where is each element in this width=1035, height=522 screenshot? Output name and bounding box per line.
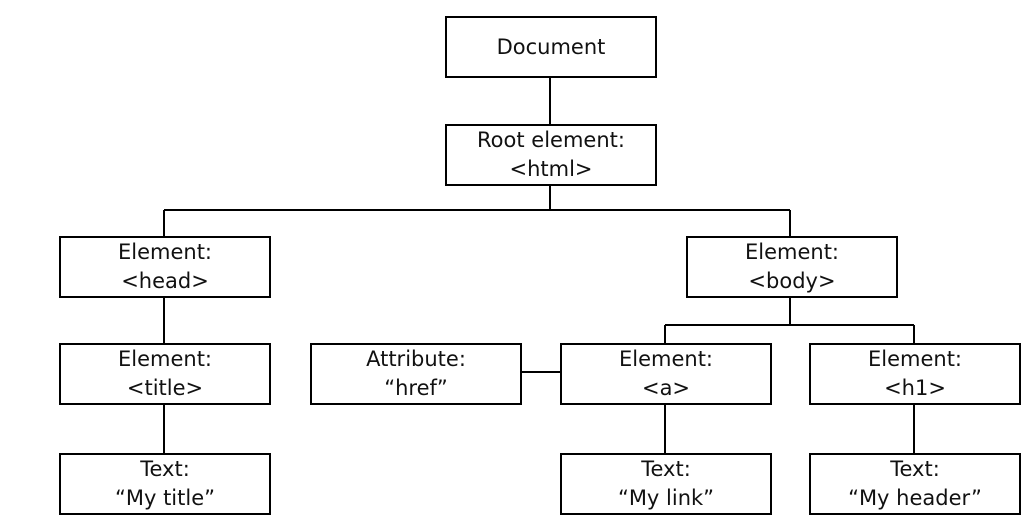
node-text-my-header-label: Text:	[890, 457, 940, 481]
node-element-a: Element: <a>	[560, 343, 772, 405]
node-element-title: Element: <title>	[59, 343, 271, 405]
node-text-my-link: Text: “My link”	[560, 453, 772, 515]
node-attribute-href-value: “href”	[384, 376, 448, 400]
node-text-my-title: Text: “My title”	[59, 453, 271, 515]
node-element-body-tag: <body>	[748, 269, 836, 293]
node-root-element-tag: <html>	[509, 157, 593, 181]
node-element-head: Element: <head>	[59, 236, 271, 298]
node-element-head-label: Element:	[117, 240, 213, 264]
node-text-my-header: Text: “My header”	[809, 453, 1021, 515]
node-element-title-label: Element:	[117, 347, 213, 371]
node-text-my-header-value: “My header”	[848, 486, 982, 510]
node-element-a-tag: <a>	[641, 376, 691, 400]
node-text-my-title-value: “My title”	[114, 486, 216, 510]
node-text-my-title-label: Text:	[140, 457, 190, 481]
node-element-body-label: Element:	[744, 240, 840, 264]
node-element-h1-label: Element:	[867, 347, 963, 371]
node-element-head-tag: <head>	[121, 269, 209, 293]
node-attribute-href: Attribute: “href”	[310, 343, 522, 405]
node-element-h1: Element: <h1>	[809, 343, 1021, 405]
node-document-label: Document	[496, 34, 606, 59]
node-element-a-label: Element:	[618, 347, 714, 371]
node-document: Document	[445, 16, 657, 78]
node-text-my-link-value: “My link”	[617, 486, 715, 510]
node-text-my-link-label: Text:	[641, 457, 691, 481]
node-element-h1-tag: <h1>	[884, 376, 946, 400]
node-element-title-tag: <title>	[126, 376, 204, 400]
node-root-element: Root element: <html>	[445, 124, 657, 186]
node-attribute-href-label: Attribute:	[366, 347, 466, 371]
node-root-element-label: Root element:	[477, 128, 625, 152]
node-element-body: Element: <body>	[686, 236, 898, 298]
